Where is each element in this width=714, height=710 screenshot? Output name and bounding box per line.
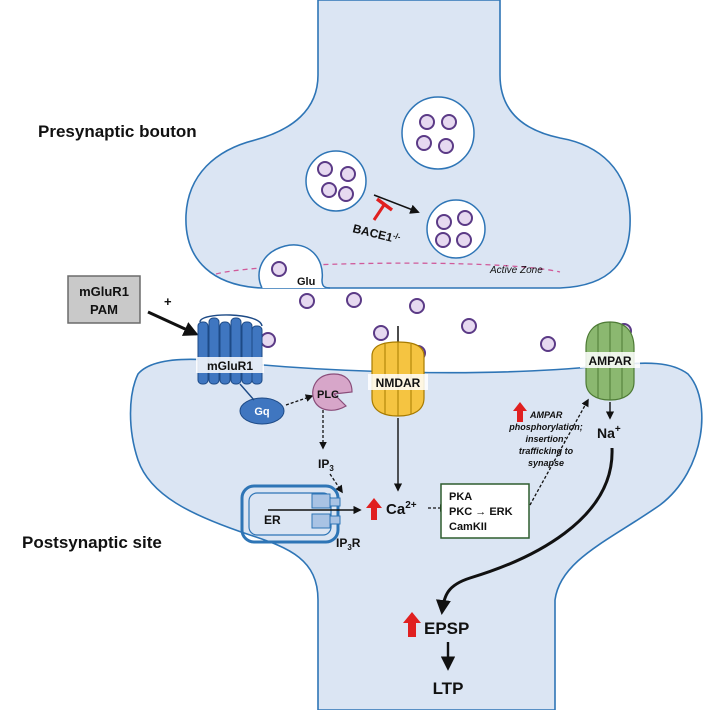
ip3-receptor — [311, 493, 341, 529]
mglur1-receptor — [196, 314, 264, 385]
ampar-note-line5: synapse — [528, 458, 564, 468]
ltp-label: LTP — [433, 679, 464, 698]
calcium-label: Ca2+ — [386, 500, 417, 518]
active-zone-label: Active Zone — [489, 265, 543, 276]
presynaptic-label: Presynaptic bouton — [38, 122, 197, 141]
vesicle-group-right — [426, 199, 486, 259]
ip3-label: IP3 — [318, 457, 334, 473]
gq-protein — [239, 397, 285, 425]
ampar-note-line2: phosphorylation; — [508, 422, 583, 432]
glutamate-molecules — [260, 292, 632, 361]
ampar-note-line4: trafficking to — [519, 446, 574, 456]
ampar-receptor — [580, 321, 640, 401]
postsynaptic-label: Postsynaptic site — [22, 533, 162, 552]
inhibition-t-icon — [372, 197, 394, 221]
active-zone-line — [215, 262, 561, 275]
ampar-label: AMPAR — [588, 354, 631, 368]
mglur1-label: mGluR1 — [207, 359, 253, 373]
calcium-increase-icon — [366, 498, 382, 520]
mglur1-pam-line1: mGluR1 — [79, 284, 129, 299]
plus-sign: + — [164, 294, 172, 309]
epsp-label: EPSP — [424, 619, 469, 638]
ip3r-label: IP3R — [336, 536, 361, 552]
glu-label: Glu — [297, 276, 315, 288]
pam-arrow — [147, 310, 199, 336]
mglur1-pam-box — [67, 275, 141, 324]
ampar-note-line1: AMPAR — [529, 410, 563, 420]
mglur1-pam-line2: PAM — [90, 302, 118, 317]
vesicle-trafficking-arrow — [373, 194, 420, 214]
gq-to-plc-arrow — [285, 394, 314, 406]
plc-label: PLC — [317, 389, 339, 401]
kinase-camkii: CamKII — [449, 521, 487, 533]
er-label: ER — [264, 513, 281, 527]
epsp-increase-icon — [403, 612, 421, 637]
kinase-box — [440, 483, 530, 539]
receptor-to-gq-line — [239, 383, 255, 401]
sodium-label: Na+ — [597, 424, 621, 441]
ip3-to-receptor-arrow — [329, 473, 343, 494]
ampar-note-line3: insertion; — [525, 434, 566, 444]
nmdar-label: NMDAR — [376, 376, 421, 390]
gq-label: Gq — [254, 406, 269, 418]
na-to-epsp-arrow — [435, 447, 614, 615]
fusing-vesicle — [258, 244, 331, 289]
postsynaptic-site — [129, 358, 703, 710]
endoplasmic-reticulum — [240, 484, 340, 544]
ampar-increase-icon — [513, 402, 527, 422]
vesicle-group-top — [401, 96, 475, 170]
kinase-pka: PKA — [449, 491, 472, 503]
plc-enzyme — [312, 373, 353, 411]
kinase-pkc-erk: PKC → ERK — [449, 506, 513, 518]
vesicle-group-left — [305, 150, 367, 212]
nmdar-receptor — [368, 326, 428, 417]
